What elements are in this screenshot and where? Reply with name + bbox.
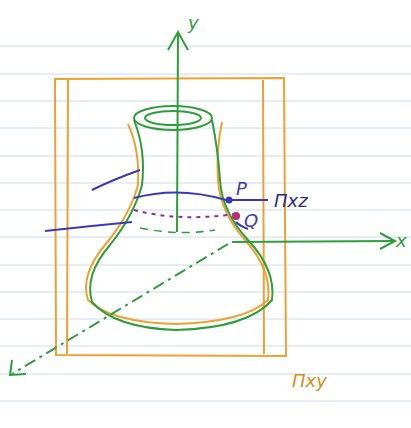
axes xyxy=(10,32,395,375)
plane-label: Πxy xyxy=(292,372,327,390)
plane-label: Πxz xyxy=(274,192,308,210)
notebook-lines xyxy=(0,46,411,401)
axis-label: y xyxy=(188,14,199,32)
plane-xy xyxy=(55,78,286,356)
point-p xyxy=(226,197,233,204)
point-label: P xyxy=(236,180,247,198)
axis-label: x xyxy=(396,232,407,250)
point-q xyxy=(232,212,240,220)
flask-surface xyxy=(90,106,272,330)
plane-xz xyxy=(45,170,268,231)
hidden-edge xyxy=(140,228,215,233)
cross-section xyxy=(134,210,234,217)
point-label: Q xyxy=(244,212,258,230)
